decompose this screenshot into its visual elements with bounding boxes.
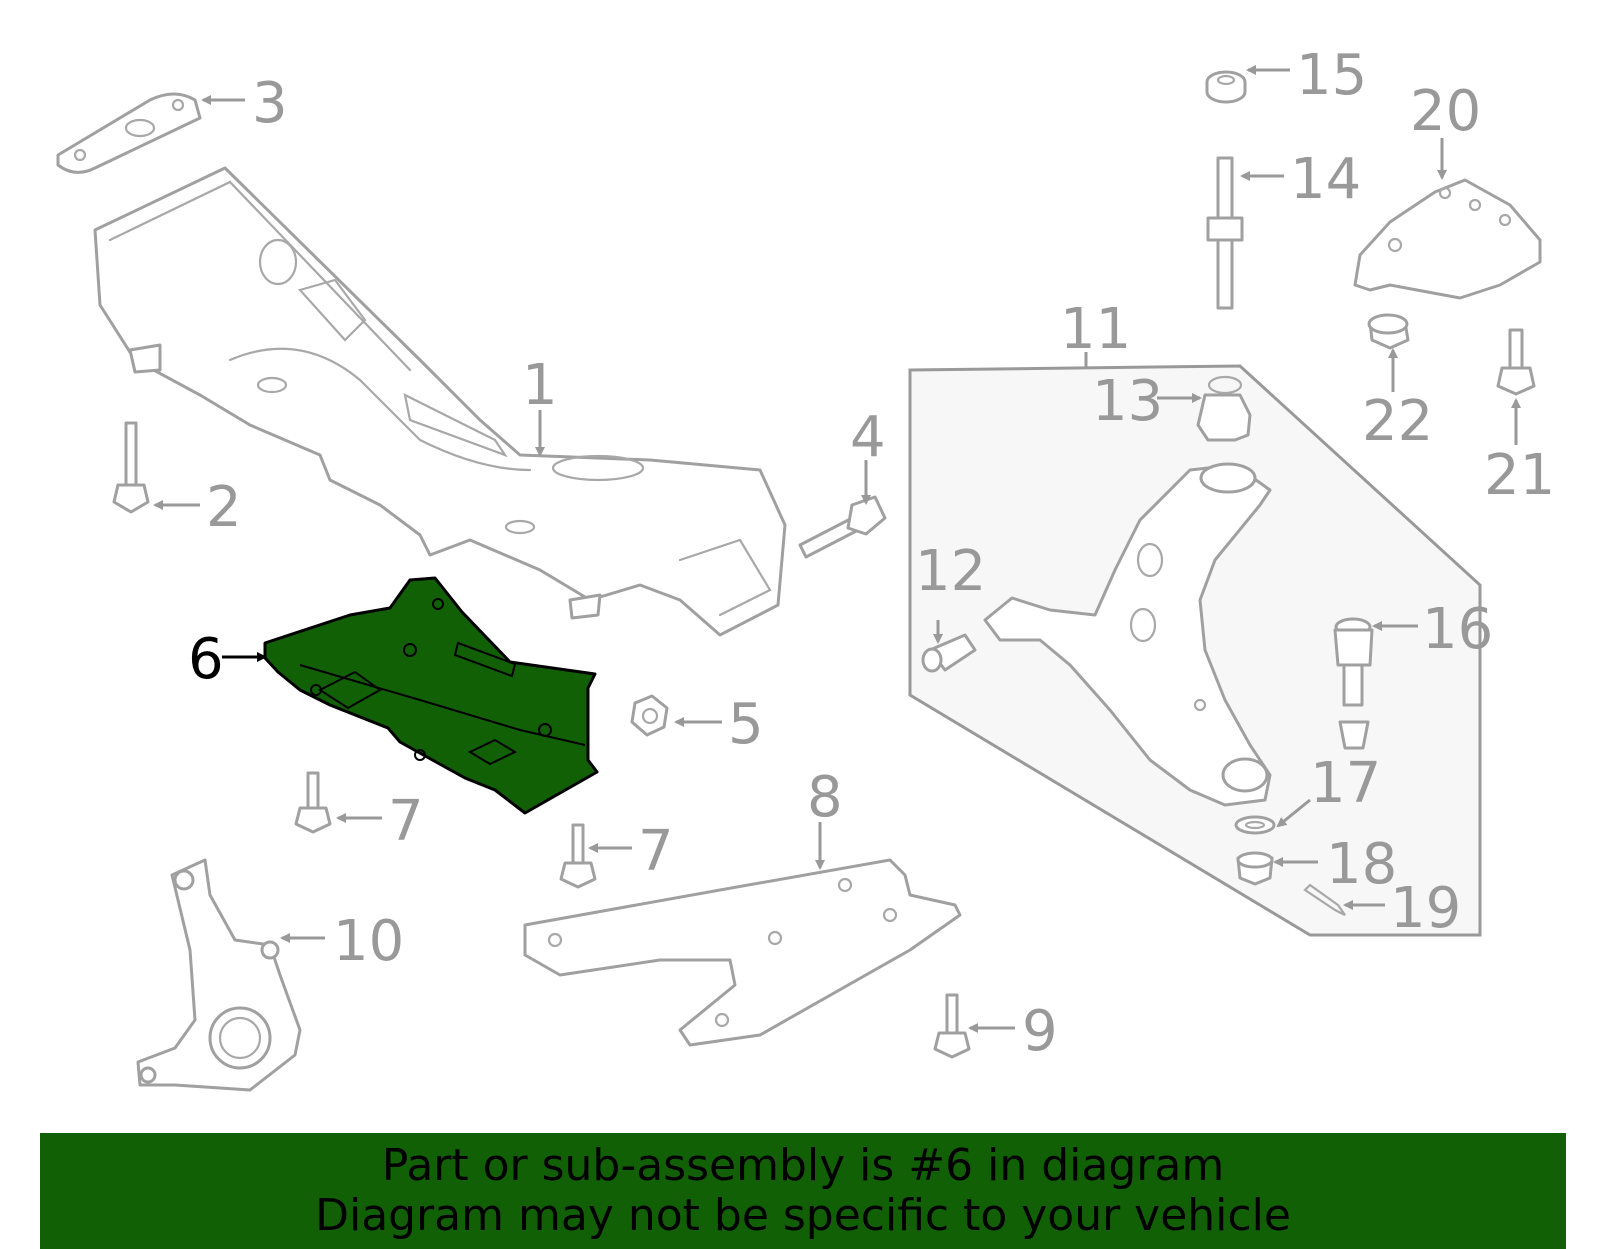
part-14-stud: [1206, 156, 1244, 310]
part-8-plate: [523, 858, 962, 1047]
callout-8: 8: [807, 765, 843, 830]
part-1-subframe: [93, 166, 787, 637]
callout-11: 11: [1060, 297, 1131, 362]
callout-labels: 3 1 2 4 5 6 7 7 8 9 10 11 12 13 14 15 16…: [188, 43, 1555, 1064]
callout-18: 18: [1326, 832, 1397, 897]
part-6-highlighted-plate: [263, 576, 599, 815]
banner-line-1: Part or sub-assembly is #6 in diagram: [381, 1140, 1225, 1191]
part-21-bolt: [1496, 328, 1536, 396]
parts-diagram: 3 1 2 4 5 6 7 7 8 9 10 11 12 13 14 15 16…: [56, 43, 1555, 1092]
callout-3: 3: [252, 71, 288, 136]
part-22-nut: [1367, 313, 1410, 350]
info-banner: Part or sub-assembly is #6 in diagram Di…: [40, 1133, 1566, 1249]
part-4-bolt: [798, 495, 887, 559]
part-15-washer: [1205, 70, 1247, 104]
callout-5: 5: [728, 692, 764, 757]
part-13-bushing: [1196, 375, 1252, 442]
callout-7a: 7: [388, 789, 424, 854]
callout-19: 19: [1390, 876, 1461, 941]
callout-9: 9: [1022, 999, 1058, 1064]
part-5-nut: [630, 694, 669, 737]
callout-20: 20: [1410, 79, 1481, 144]
part-20-bracket: [1353, 178, 1542, 300]
part-9-bolt: [933, 993, 971, 1059]
part-10-knuckle: [136, 858, 302, 1092]
callout-6: 6: [188, 627, 224, 692]
part-7a-bolt: [294, 771, 332, 834]
callout-13: 13: [1092, 369, 1163, 434]
callout-16: 16: [1422, 597, 1493, 662]
part-7b-bolt: [559, 823, 597, 889]
callout-21: 21: [1484, 443, 1555, 508]
callout-1: 1: [522, 353, 558, 418]
part-17-washer: [1234, 815, 1276, 835]
callout-14: 14: [1290, 147, 1361, 212]
part-11-control-arm: [983, 462, 1272, 807]
banner-line-2: Diagram may not be specific to your vehi…: [315, 1190, 1291, 1241]
callout-7b: 7: [638, 819, 674, 884]
callout-2: 2: [206, 475, 242, 540]
leader-arrows: [153, 65, 1521, 1033]
callout-17: 17: [1310, 751, 1381, 816]
callout-22: 22: [1362, 389, 1433, 454]
part-16-ball-joint: [1333, 617, 1374, 750]
part-3-bracket: [56, 92, 202, 174]
part-19-cotter-pin: [1303, 883, 1346, 916]
part-2-bolt: [112, 421, 150, 514]
part-12-bushing: [921, 633, 977, 673]
callout-10: 10: [333, 909, 404, 974]
callout-12: 12: [915, 539, 986, 604]
callout-15: 15: [1296, 43, 1367, 108]
callout-4: 4: [850, 405, 886, 470]
part-18-nut: [1236, 851, 1274, 886]
